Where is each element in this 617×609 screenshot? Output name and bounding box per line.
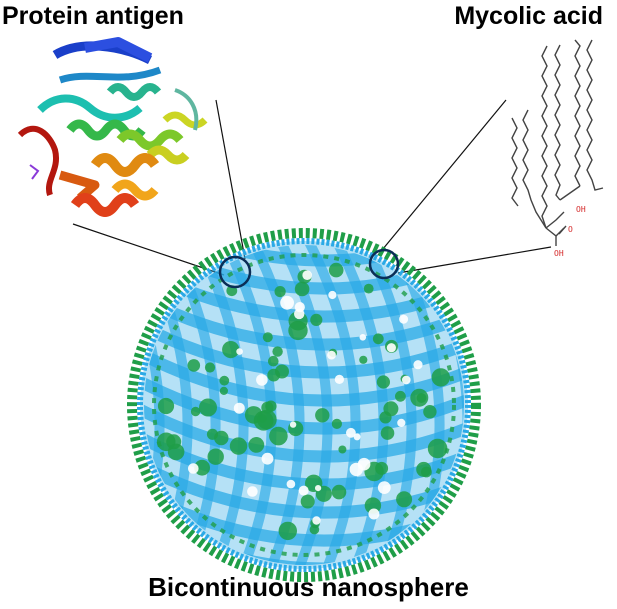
aqueous-pore (346, 427, 356, 438)
antigen-cluster (222, 341, 240, 359)
antigen-cluster (214, 430, 229, 446)
skeletal-formula-icon (511, 39, 604, 246)
antigen-cluster (199, 398, 217, 417)
aqueous-pore (286, 479, 296, 489)
aqueous-pore (397, 418, 406, 427)
aqueous-pore (399, 314, 409, 324)
aqueous-pore (327, 350, 336, 360)
aqueous-pore (298, 485, 309, 496)
aqueous-pore (377, 481, 391, 494)
ribbon-protein-icon (17, 37, 208, 217)
antigen-cluster (278, 521, 297, 541)
protein-callout-line-right (215, 99, 246, 260)
antigen-cluster (421, 466, 432, 478)
antigen-cluster (383, 401, 399, 417)
antigen-cluster (274, 286, 286, 298)
antigen-cluster (248, 437, 265, 453)
antigen-cluster (219, 386, 228, 395)
aqueous-pore (334, 374, 344, 384)
aqueous-pore (236, 348, 243, 355)
aqueous-pore (233, 402, 245, 414)
mycolic-callout-line-upper (377, 99, 507, 256)
aqueous-pore (188, 463, 199, 474)
carbonyl-o-label: O (568, 225, 573, 234)
antigen-cluster (359, 355, 368, 364)
aqueous-pore (302, 270, 313, 281)
antigen-cluster (167, 443, 185, 461)
antigen-cluster (157, 397, 175, 415)
antigen-cluster (257, 409, 277, 430)
aqueous-pore (368, 508, 380, 520)
aqueous-pore (353, 433, 361, 441)
antigen-cluster (416, 393, 427, 403)
antigen-cluster (194, 459, 211, 476)
aqueous-pore (261, 452, 274, 465)
antigen-cluster (372, 333, 384, 345)
antigen-cluster (431, 368, 450, 387)
antigen-cluster (219, 375, 230, 386)
antigen-cluster (204, 362, 216, 373)
antigen-cluster (309, 524, 320, 535)
antigen-cluster (294, 281, 310, 297)
aqueous-pore (315, 485, 322, 492)
antigen-cluster (331, 418, 342, 429)
antigen-cluster (269, 426, 288, 446)
aqueous-pore (349, 462, 363, 477)
aqueous-pore (402, 375, 411, 385)
antigen-cluster (363, 283, 374, 294)
oh-lower-label: OH (554, 249, 564, 258)
antigen-cluster (423, 405, 437, 419)
antigen-cluster (268, 355, 279, 367)
antigen-cluster (229, 437, 248, 455)
antigen-cluster (310, 313, 323, 326)
mycolic-callout-line-lower (397, 246, 552, 274)
antigen-cluster (315, 408, 330, 423)
protein-callout-circle (218, 255, 252, 289)
antigen-cluster (380, 426, 395, 440)
lipid-channel (124, 177, 484, 233)
antigen-cluster (375, 461, 389, 475)
antigen-cluster (187, 359, 201, 372)
antigen-cluster (262, 332, 273, 343)
antigen-cluster (338, 445, 347, 454)
aqueous-pore (312, 516, 321, 525)
protein-antigen-title: Protein antigen (2, 2, 184, 30)
aqueous-pore (386, 343, 396, 353)
lipid-channel (144, 245, 464, 267)
antigen-cluster (207, 448, 224, 465)
mycolic-callout-circle (368, 248, 400, 280)
aqueous-pore (256, 374, 268, 386)
aqueous-pore (280, 295, 294, 310)
antigen-cluster (427, 438, 448, 459)
antigen-cluster (396, 491, 413, 508)
antigen-cluster (328, 262, 344, 278)
antigen-cluster (267, 368, 281, 382)
oh-upper-label: OH (576, 205, 586, 214)
nanosphere-title: Bicontinuous nanosphere (148, 572, 469, 602)
aqueous-pore (294, 302, 305, 313)
aqueous-pore (289, 421, 297, 428)
aqueous-pore (247, 486, 258, 497)
antigen-cluster (376, 375, 390, 389)
antigen-cluster (331, 484, 347, 500)
mycolic-acid-title: Mycolic acid (454, 2, 603, 30)
protein-callout-line-left (72, 223, 225, 276)
antigen-cluster (395, 390, 406, 402)
antigen-cluster (190, 406, 201, 417)
aqueous-pore (359, 334, 367, 341)
antigen-cluster (300, 494, 315, 509)
bicontinuous-nanosphere-icon (76, 177, 484, 585)
aqueous-pore (328, 290, 337, 300)
antigen-cluster (272, 346, 283, 357)
lipid-channel (76, 225, 132, 585)
aqueous-pore (413, 360, 423, 370)
